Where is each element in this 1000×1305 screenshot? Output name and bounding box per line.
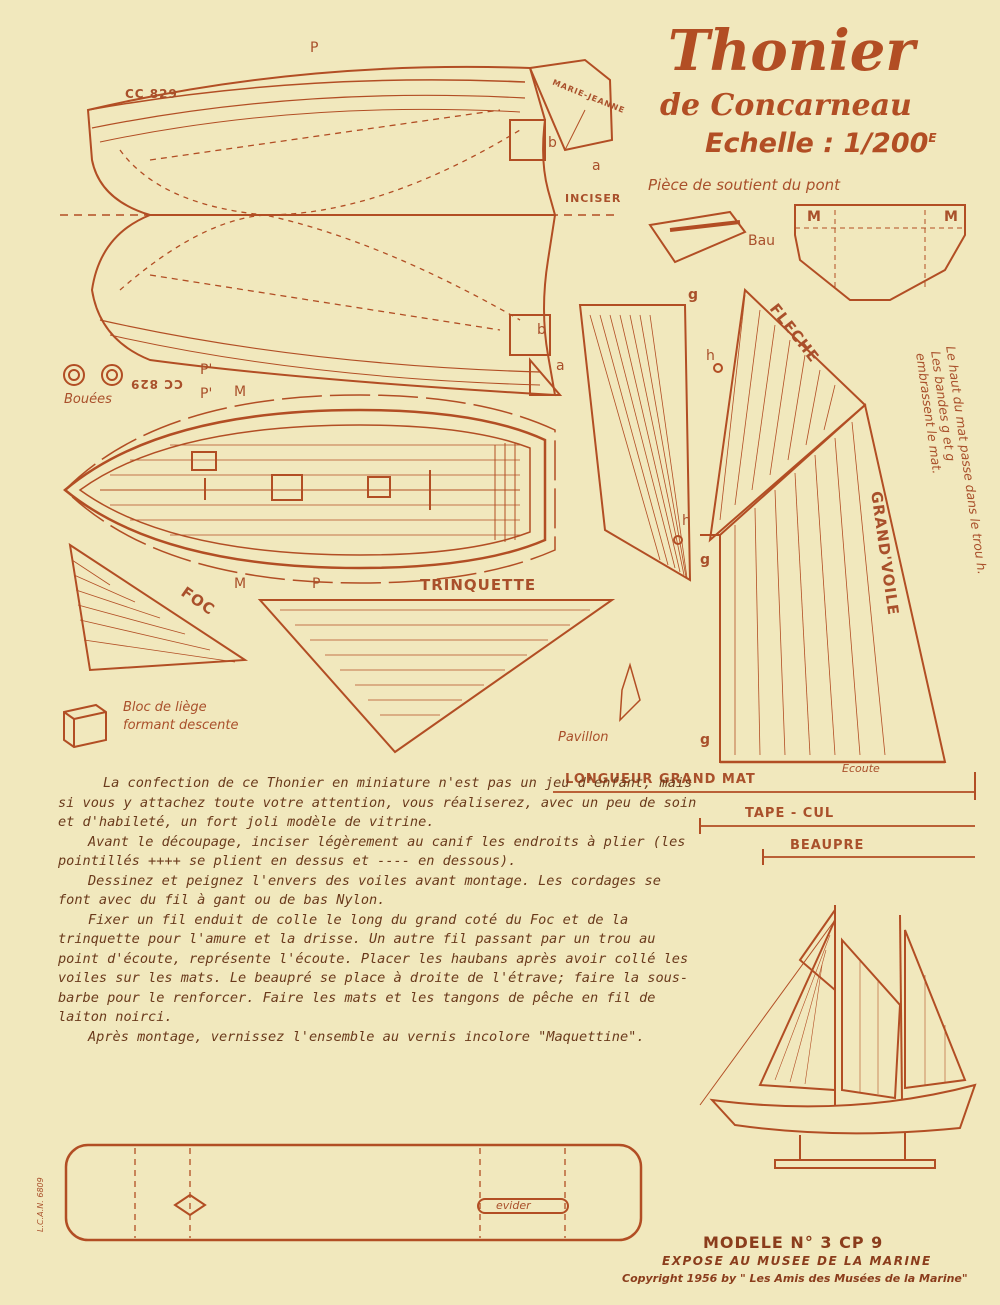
letter-pp-2: P': [200, 386, 213, 402]
instructions-text: La confection de ce Thonier en miniature…: [58, 774, 698, 1047]
letter-h-bottom: h: [682, 513, 691, 529]
measure-tape-cul: TAPE - CUL: [745, 806, 835, 821]
letter-a-bottom: a: [556, 358, 565, 374]
hull-side-lower: [90, 214, 557, 397]
letter-m-bottom: M: [234, 576, 247, 592]
stern-piece: [528, 58, 614, 152]
ecoute-label: Ecoute: [842, 762, 880, 775]
paragraph-1: La confection de ce Thonier en miniature…: [58, 775, 697, 830]
evider-label: evider: [496, 1199, 531, 1212]
expose-label: EXPOSE AU MUSEE DE LA MARINE: [662, 1254, 932, 1268]
flag: [619, 662, 641, 722]
paragraph-4: Fixer un fil enduit de colle le long du …: [58, 911, 689, 1026]
side-code: L.C.A.N. 6809: [36, 1177, 45, 1232]
buoy-right-shape: [101, 364, 123, 386]
buoy-left-shape: [63, 364, 85, 386]
hull-number-lower: CC 829: [130, 377, 183, 391]
letter-g-top: g: [688, 287, 699, 303]
letter-p-top: P: [310, 40, 319, 56]
deck: [63, 408, 547, 570]
bloc-label-1: Bloc de liège: [123, 700, 207, 715]
letter-h-top: h: [706, 348, 715, 364]
letter-m-top: M: [234, 384, 247, 400]
measure-beaupre: BEAUPRE: [790, 838, 865, 853]
paragraph-2: Avant le découpage, inciser légèrement a…: [58, 833, 686, 870]
letter-m-support-left: M: [807, 209, 821, 225]
stern-tab-b-upper: [509, 119, 546, 161]
grand-voile-sail: [719, 403, 947, 763]
foc-sail: [68, 542, 249, 672]
base-template: [64, 1143, 643, 1242]
letter-b-top: b: [548, 135, 557, 151]
trinquette-label: TRINQUETTE: [420, 576, 537, 594]
letter-b-bottom: b: [537, 322, 546, 338]
letter-m-support-right: M: [944, 209, 958, 225]
paragraph-3: Dessinez et peignez l'envers des voiles …: [58, 872, 661, 909]
fore-sail: [578, 304, 692, 582]
letter-pp-1: P': [200, 362, 213, 378]
paragraph-5: Après montage, vernissez l'ensemble au v…: [88, 1028, 645, 1045]
pavillon-label: Pavillon: [558, 730, 609, 745]
ship-illustration: [699, 905, 977, 1169]
page-subtitle: de Concarneau: [660, 88, 912, 123]
letter-p-bottom: P: [312, 576, 321, 592]
fleche-sail: [708, 287, 867, 543]
support-piece-label: Pièce de soutient du pont: [648, 176, 841, 194]
bouees-label: Bouées: [64, 392, 112, 407]
page-title: Thonier: [668, 18, 915, 84]
cork-block: [63, 703, 107, 749]
letter-a-top: a: [592, 158, 601, 174]
copyright-label: Copyright 1956 by " Les Amis des Musées …: [622, 1272, 968, 1285]
letter-g-bottom: g: [700, 732, 711, 748]
stern-tab-b-lower: [509, 314, 551, 356]
letter-g-mid: g: [700, 552, 711, 568]
hull-number-upper: CC 829: [125, 87, 178, 101]
bloc-label-2: formant descente: [123, 718, 239, 733]
trinquette-sail: [257, 599, 616, 754]
modele-label: MODELE N° 3 CP 9: [703, 1233, 884, 1252]
bau-piece: [648, 210, 747, 264]
measure-grand-mat: LONGUEUR GRAND MAT: [565, 772, 756, 787]
inciser-label: INCISER: [565, 192, 622, 205]
bau-label: Bau: [748, 233, 776, 249]
deck-support-piece: [794, 204, 966, 301]
scale-label: Echelle : 1/200E: [705, 128, 937, 159]
